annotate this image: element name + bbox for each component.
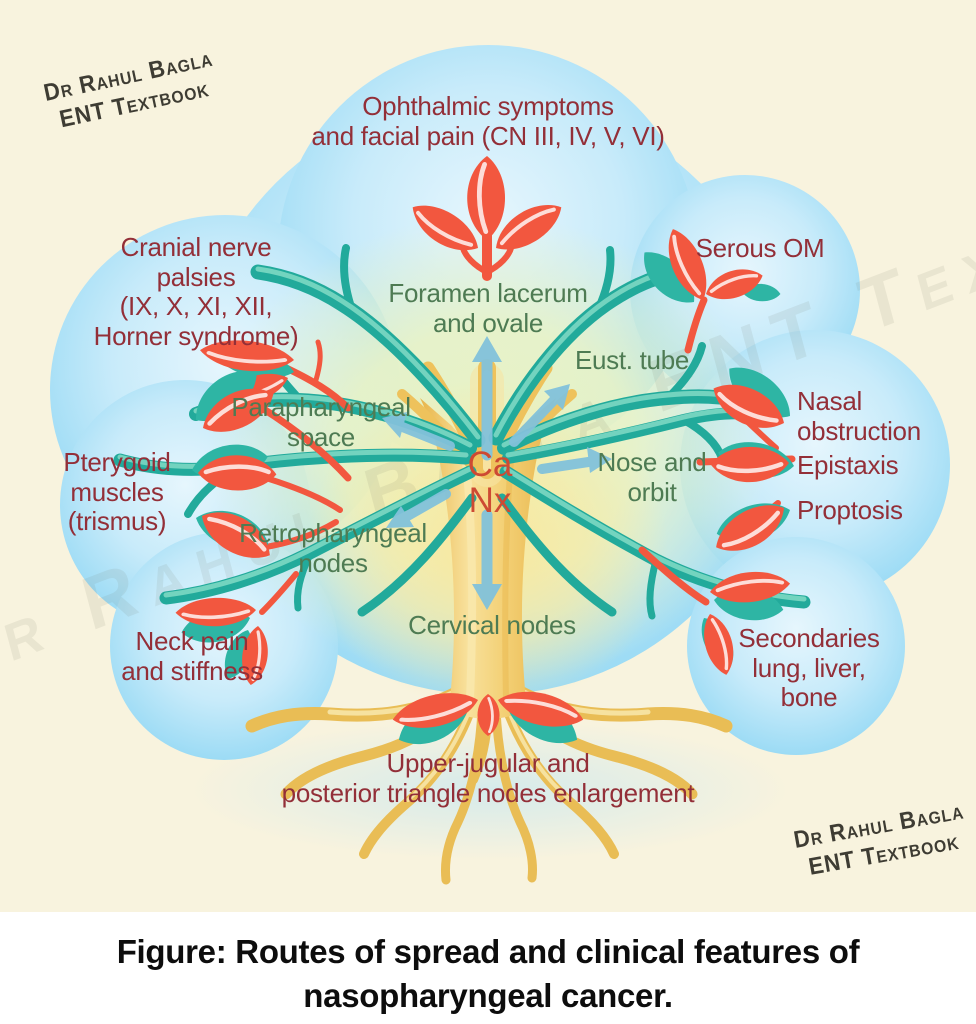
label-retropharyngeal: Retropharyngeal nodes xyxy=(239,518,427,578)
sprig-pterygoid xyxy=(184,358,352,569)
label-cervical-nodes: Cervical nodes xyxy=(408,610,576,640)
label-nose-orbit: Nose and orbit xyxy=(597,447,707,507)
sprig-secondaries xyxy=(638,546,792,680)
label-upper-jugular: Upper-jugular and posterior triangle nod… xyxy=(281,748,695,808)
caption-bar: Figure: Routes of spread and clinical fe… xyxy=(0,912,976,1024)
label-eust-tube: Eust. tube xyxy=(574,345,690,375)
figure-caption: Figure: Routes of spread and clinical fe… xyxy=(116,933,860,1014)
label-parapharyngeal: Parapharyngeal space xyxy=(231,392,411,452)
label-proptosis: Proptosis xyxy=(797,495,903,525)
label-cranial-palsies: Cranial nerve palsies (IX, X, XI, XII, H… xyxy=(93,232,299,351)
label-foramen: Foramen lacerum and ovale xyxy=(388,278,588,338)
sprig-neck-pain xyxy=(175,571,299,689)
sprig-nasal xyxy=(696,355,801,564)
label-secondaries: Secondaries lung, liver, bone xyxy=(738,623,880,713)
sprig-ophthalmic xyxy=(404,156,569,281)
label-epistaxis: Epistaxis xyxy=(797,450,899,480)
label-nasal-obstruction: Nasal obstruction xyxy=(797,386,921,446)
sprig-serous xyxy=(632,224,781,354)
sprig-cranial xyxy=(198,336,352,414)
label-pterygoid: Pterygoid muscles (trismus) xyxy=(63,447,171,537)
label-ca-nx: Ca Nx xyxy=(467,445,513,520)
label-neck-pain: Neck pain and stiffness xyxy=(121,626,263,686)
label-serous-om: Serous OM xyxy=(695,233,825,263)
tree-illustration xyxy=(113,0,811,885)
spread-arrows xyxy=(382,336,612,610)
label-ophthalmic: Ophthalmic symptoms and facial pain (CN … xyxy=(311,91,665,151)
